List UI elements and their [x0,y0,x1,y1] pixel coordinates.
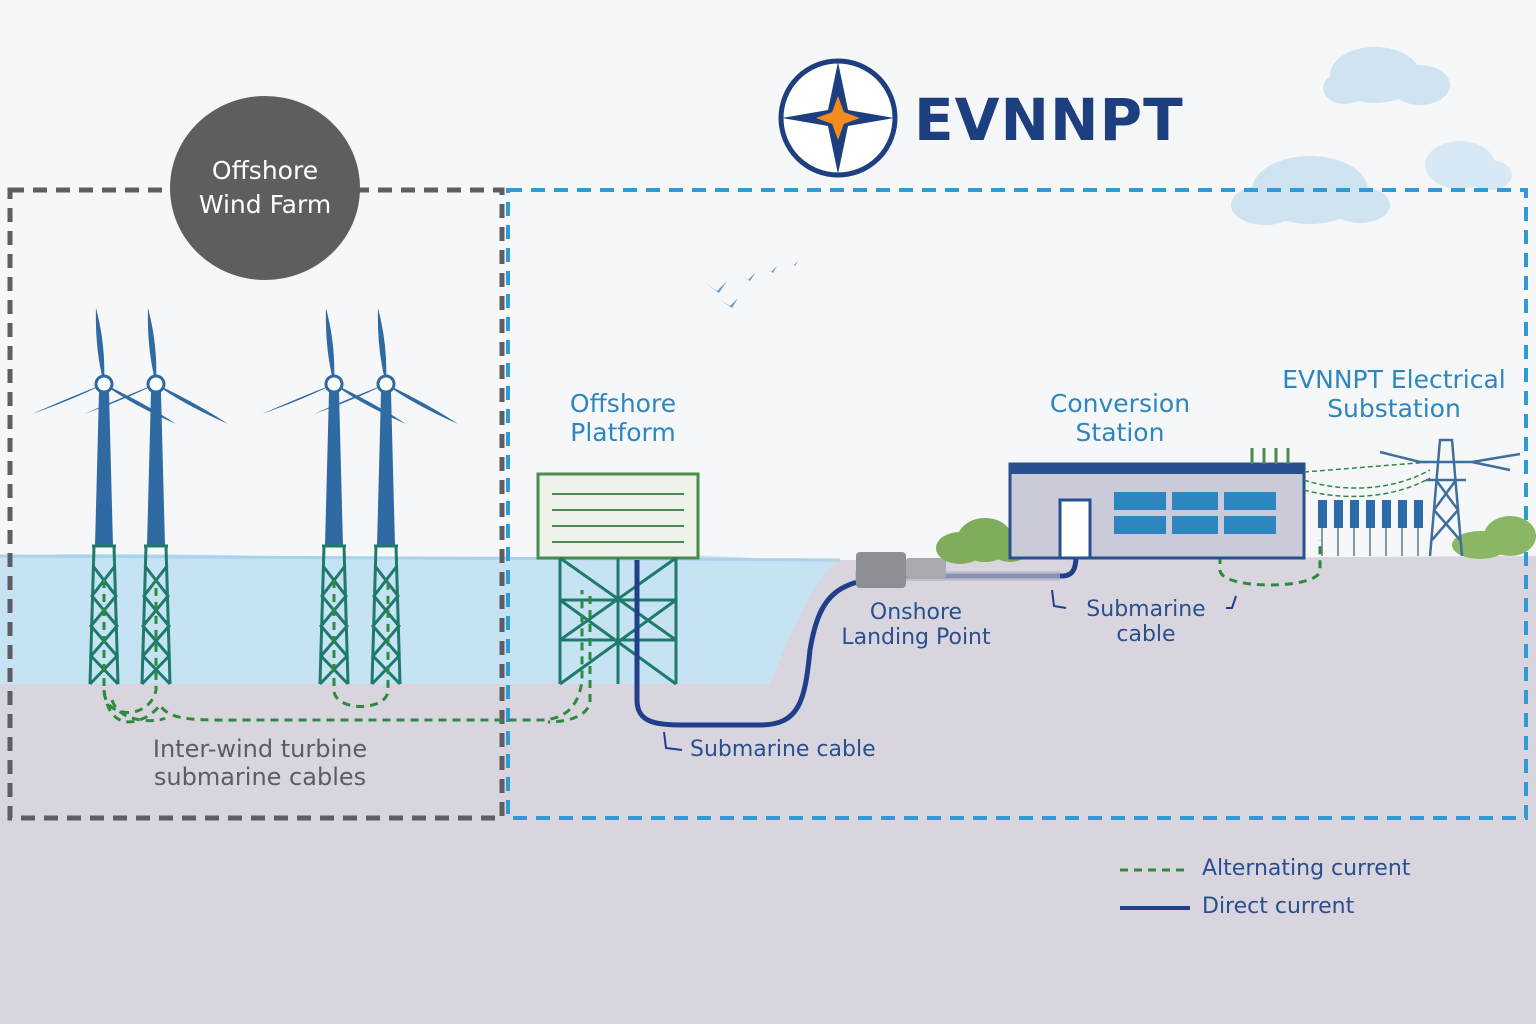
cloud-icon [1323,47,1450,105]
offshore-platform-label-line1: Offshore [569,389,677,418]
onshore-submarine-cable-label: Submarine cable [1066,597,1226,648]
onshore-submarine-cable-label-line2: cable [1116,622,1176,648]
offshore-platform-label: Offshore Platform [548,389,698,448]
wind-farm-badge-line2: Wind Farm [198,190,332,219]
wind-farm-badge-line1: Offshore [211,156,319,186]
wind-turbine-icon [84,308,228,686]
cloud-icon [1231,156,1390,225]
conversion-station-icon [1008,448,1306,560]
onshore-submarine-cable-label-line1: Submarine [1086,597,1206,622]
wind-farm-badge: Offshore Wind Farm [170,96,360,280]
transmission-tower-icon [1379,438,1521,557]
ac-cable-network [102,540,1322,724]
compass-logo-icon [778,58,898,178]
sea-surface-line [0,554,841,562]
submarine-cable-label: Submarine cable [690,737,876,762]
landing-point-label-line1: Onshore [869,600,963,625]
sea-water [0,553,840,684]
substation-icon [1303,461,1431,556]
conversion-station-label-line2: Station [1075,417,1165,447]
substation-label-line1: EVNNPT Electrical [1282,365,1506,394]
wind-turbine-icon [32,308,176,686]
legend-ac-label: Alternating current [1202,856,1411,881]
wind-turbine-icon [314,308,458,686]
transmission-system-boundary [506,188,1528,820]
legend-ac: Alternating current [1190,856,1410,881]
offshore-platform-label-line2: Platform [570,417,676,447]
sky [0,0,1536,560]
landing-point-label-line2: Landing Point [841,625,991,651]
inter-turbine-cables-label: Inter-wind turbine submarine cables [110,735,410,791]
substation-label: EVNNPT Electrical Substation [1258,365,1530,424]
submarine-cable-bracket [663,731,683,751]
wind-farm-boundary [7,187,505,821]
inter-turbine-cables-label-line1: Inter-wind turbine [152,735,368,763]
conversion-station-label-line1: Conversion [1049,389,1191,418]
substation-label-line2: Substation [1327,393,1461,423]
onshore-cable-bracket [1051,589,1237,609]
cloud-icon [1425,141,1512,190]
brand-name: EVNNPT [914,86,1184,154]
offshore-platform-icon [536,472,700,686]
legend-dc-label: Direct current [1202,894,1355,919]
inter-turbine-cables-label-line2: submarine cables [153,762,367,791]
bush-icon [1452,516,1536,559]
conversion-station-label: Conversion Station [1030,389,1210,448]
legend-dc: Direct current [1190,894,1354,919]
landing-point-connector [856,552,946,588]
landing-point-label: Onshore Landing Point [826,600,1006,651]
bird-icon [705,261,798,308]
dc-cable [634,555,1079,728]
